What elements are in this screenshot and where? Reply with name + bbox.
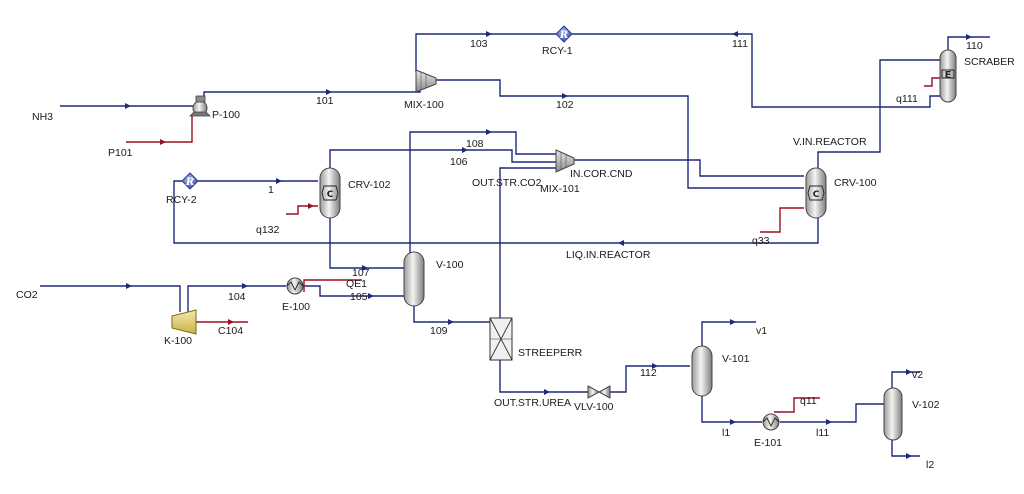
reactor-crv102-icon[interactable]: C [319,167,341,219]
material-stream-lines [40,33,990,457]
stream-label-103[interactable]: 103 [470,38,488,50]
stream-label-v2[interactable]: v2 [912,369,923,381]
stream-label-107[interactable]: 107 [352,267,370,279]
stream-label-liq-in-reactor[interactable]: LIQ.IN.REACTOR [566,249,651,261]
equipment-label-mix100[interactable]: MIX-100 [404,99,444,111]
stream-label-104[interactable]: 104 [228,291,246,303]
svg-text:R: R [559,30,568,41]
equipment-label-v102[interactable]: V-102 [912,399,940,411]
separator-v102-icon[interactable] [883,387,903,441]
stream-label-l2[interactable]: l2 [926,459,934,471]
stream-label-l11[interactable]: l11 [816,427,829,439]
heat-exchanger-e100-icon[interactable] [286,277,304,295]
stream-label-105[interactable]: 105 [350,291,368,303]
stream-label-p101[interactable]: P101 [108,147,133,159]
stream-label-112[interactable]: 112 [640,367,657,379]
stream-label-co2[interactable]: CO2 [16,289,38,301]
stream-label-nh3[interactable]: NH3 [32,111,53,123]
stream-label-q111[interactable]: q111 [896,93,918,105]
equipment-label-scraber[interactable]: SCRABER [964,56,1015,68]
scrubber-scraber-icon[interactable]: E [939,49,957,103]
compressor-k100-icon[interactable] [171,309,197,335]
svg-text:C: C [813,190,820,200]
flow-arrows [125,31,972,459]
heat-exchanger-e101-icon[interactable] [762,413,780,431]
stream-label-110[interactable]: 110 [966,40,983,52]
equipment-label-e100[interactable]: E-100 [282,301,310,313]
equipment-label-crv100[interactable]: CRV-100 [834,177,877,189]
stream-label-l1[interactable]: l1 [722,427,730,439]
stream-label-q11[interactable]: q11 [800,395,817,407]
svg-text:R: R [185,177,194,188]
stream-label-out-str-urea[interactable]: OUT.STR.UREA [494,397,571,409]
equipment-label-vlv100[interactable]: VLV-100 [574,401,614,413]
valve-vlv100-icon[interactable] [587,385,611,399]
stream-labels: NH3 P101 101 102 103 111 110 q111 V.IN.R… [16,38,983,471]
separator-v101-icon[interactable] [691,345,713,397]
equipment-label-e101[interactable]: E-101 [754,437,782,449]
stream-label-q33[interactable]: q33 [752,235,770,247]
equipment-label-rcy2[interactable]: RCY-2 [166,194,197,206]
equipment-labels: P-100 MIX-100 RCY-1 RCY-2 CRV-102 CRV-10… [164,45,1015,449]
mixer-mix100-icon[interactable] [415,69,437,93]
recycle-rcy2-icon[interactable]: R [181,172,199,190]
separator-v100-icon[interactable] [403,251,425,307]
stream-label-101[interactable]: 101 [316,95,334,107]
stream-label-c104[interactable]: C104 [218,325,243,337]
equipment-label-k100[interactable]: K-100 [164,335,192,347]
mixer-mix101-icon[interactable] [555,149,575,173]
equipment-label-p100[interactable]: P-100 [212,109,240,121]
stripper-streeperr-icon[interactable] [489,317,513,361]
equipment-label-rcy1[interactable]: RCY-1 [542,45,573,57]
energy-stream-lines [126,77,940,413]
stream-label-1[interactable]: 1 [268,184,274,196]
stream-label-q132[interactable]: q132 [256,224,280,236]
equipment-label-crv102[interactable]: CRV-102 [348,179,391,191]
stream-label-v-in-reactor[interactable]: V.IN.REACTOR [793,136,867,148]
stream-label-109[interactable]: 109 [430,325,448,337]
stream-label-qe1[interactable]: QE1 [346,278,367,290]
recycle-rcy1-icon[interactable]: R [555,25,573,43]
stream-label-111[interactable]: 111 [732,38,748,50]
equipment-label-v100[interactable]: V-100 [436,259,464,271]
svg-text:C: C [327,190,334,200]
svg-text:E: E [945,70,952,81]
stream-label-108[interactable]: 108 [466,138,484,150]
stream-label-in-cor-cnd[interactable]: IN.COR.CND [570,168,633,180]
pump-p100-icon[interactable] [189,95,211,117]
stream-label-out-str-co2[interactable]: OUT.STR.CO2 [472,177,542,189]
equipment-label-v101[interactable]: V-101 [722,353,750,365]
reactor-crv100-icon[interactable]: C [805,167,827,219]
equipment-label-streeperr[interactable]: STREEPERR [518,347,583,359]
stream-label-v1[interactable]: v1 [756,325,767,337]
stream-label-102[interactable]: 102 [556,99,574,111]
equipment-label-mix101[interactable]: MIX-101 [540,183,580,195]
stream-label-106[interactable]: 106 [450,156,468,168]
